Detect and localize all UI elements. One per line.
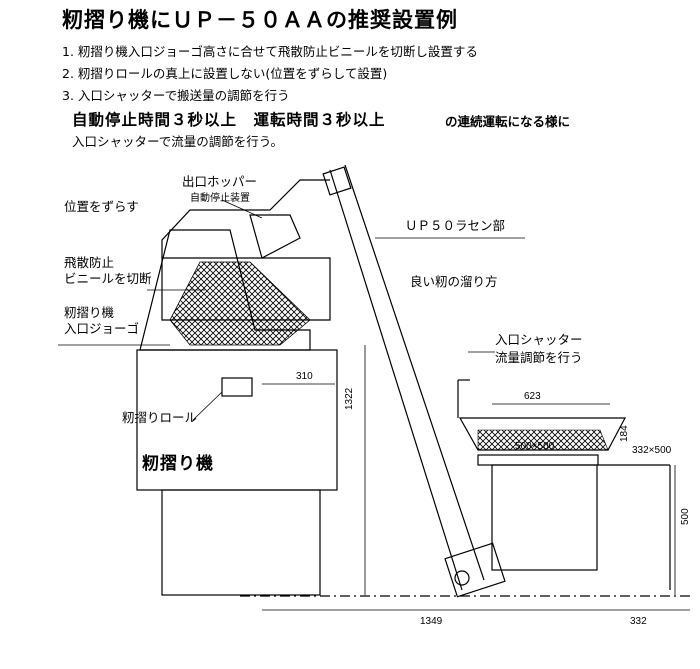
dim-500x500: 500×500 (515, 441, 555, 452)
conveyor-head (322, 166, 352, 196)
conveyor-tube-right (344, 164, 485, 581)
grain-pile-feed (477, 429, 609, 451)
label-inlet-shutter: 入口シャッター (495, 332, 583, 347)
label-huller-inlet-2: 入口ジョーゴ (64, 321, 140, 336)
hopper-table-top (477, 454, 599, 466)
outlet-hopper (249, 214, 301, 259)
emphasis-timing: 自動停止時間３秒以上 運転時間３秒以上 (72, 111, 386, 129)
instruction-2: 2. 籾摺りロールの真上に設置しない(位置をずらして設置) (62, 66, 388, 81)
hopper-top-outline (161, 179, 330, 258)
instruction-3: 3. 入口シャッターで搬送量の調節を行う (62, 88, 290, 103)
huller-inlet-funnel (139, 229, 311, 351)
label-huller-inlet-1: 籾摺り機 (64, 305, 115, 320)
dim-184: 184 (619, 425, 630, 442)
hulling-roll-mark (221, 377, 253, 397)
conveyor-wheel (454, 570, 470, 586)
grain-pile-hopper (169, 261, 311, 346)
dim-332: 332 (630, 616, 647, 627)
machine-base (161, 489, 321, 596)
label-conveyor: ＵＰ５０ラセン部 (405, 218, 506, 233)
instruction-1: 1. 籾摺り機入口ジョーゴ高さに合せて飛散防止ビニールを切断し設置する (62, 44, 478, 59)
label-flow-adjust: 流量調節を行う (495, 350, 583, 365)
emphasis-shutter-note: 入口シャッターで流量の調節を行う。 (72, 134, 284, 149)
dim-1349: 1349 (420, 616, 443, 627)
label-hulling-roll: 籾摺りロール (122, 410, 198, 425)
scatter-guard-box (161, 257, 331, 321)
label-outlet-hopper: 出口ホッパー (182, 174, 258, 189)
label-auto-stop: 自動停止装置 (190, 193, 250, 204)
dim-500: 500 (680, 508, 691, 525)
label-scatter-guard-2: ビニールを切断 (64, 271, 152, 286)
label-good-pile: 良い籾の溜り方 (410, 274, 498, 289)
label-offset-position: 位置をずらす (64, 199, 139, 214)
conveyor-tube-left (329, 169, 463, 591)
dim-623: 623 (524, 391, 541, 402)
dim-310: 310 (296, 371, 313, 382)
label-scatter-guard-1: 飛散防止 (64, 255, 115, 270)
label-huller: 籾摺り機 (142, 454, 214, 474)
conveyor-bottom (444, 542, 506, 598)
dim-1322: 1322 (344, 387, 355, 410)
page-title: 籾摺り機にＵＰ－５０ＡＡの推奨設置例 (62, 8, 458, 32)
hopper-table (491, 464, 598, 571)
dim-332x500: 332×500 (632, 445, 672, 456)
emphasis-timing-tail: の連続運転になる様に (445, 114, 571, 129)
